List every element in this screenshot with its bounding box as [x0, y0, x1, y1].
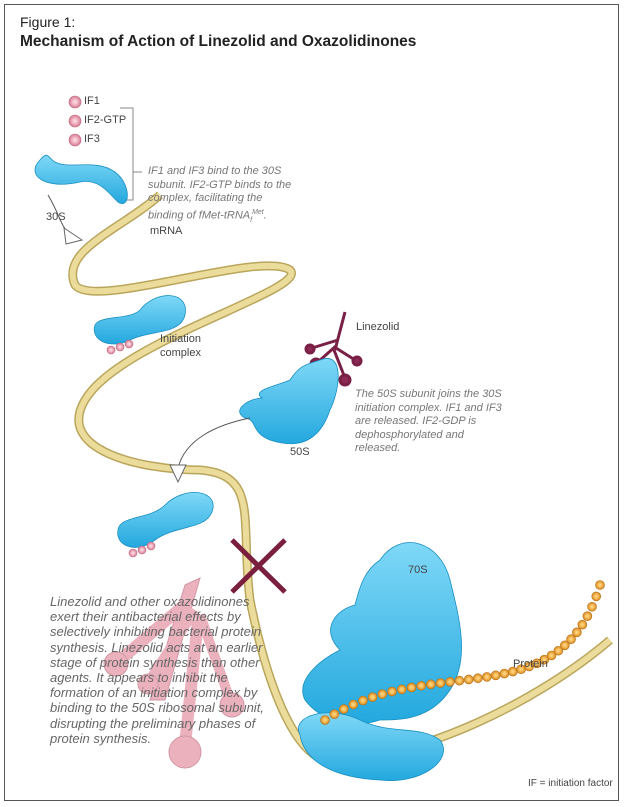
protein-bead	[591, 591, 602, 602]
protein-bead	[566, 634, 576, 645]
label-30s: 30S	[46, 211, 66, 223]
label-protein: Protein	[513, 658, 548, 670]
protein-bead	[396, 684, 407, 695]
figure-label: Figure 1:	[20, 14, 76, 30]
protein-bead	[463, 674, 474, 685]
arrow-icon	[169, 464, 187, 484]
protein-bead	[377, 689, 388, 699]
protein-bead	[546, 650, 557, 661]
protein-bead	[358, 695, 368, 706]
protein-bead	[329, 709, 340, 719]
protein-bead	[387, 686, 397, 697]
figure-frame	[4, 4, 619, 801]
protein-bead	[490, 670, 501, 681]
ribosome-50s	[239, 358, 339, 444]
note-step2: The 50S subunit joins the 30S initiation…	[355, 388, 502, 454]
protein-bead	[435, 678, 446, 688]
protein-bead	[572, 627, 582, 638]
label-complex: complex	[160, 347, 201, 359]
protein-bead	[426, 679, 436, 690]
protein-bead	[338, 704, 349, 714]
protein-bead	[416, 680, 427, 691]
initiation-factors	[68, 95, 82, 147]
figure-title: Mechanism of Action of Linezolid and Oxa…	[20, 33, 417, 50]
note-sub: f	[250, 216, 253, 224]
protein-bead	[587, 601, 597, 612]
linezolid-molecule-large	[103, 577, 245, 769]
note-sup: Met	[252, 208, 264, 216]
protein-bead	[348, 699, 359, 710]
footnote: IF = initiation factor	[528, 778, 613, 789]
label-50s: 50S	[290, 446, 310, 458]
summary-text: Linezolid and other oxazolidinones exert…	[50, 594, 264, 746]
ribosome-70s-small	[298, 712, 444, 782]
factor-label: IF2-GTP	[84, 114, 127, 126]
note-step1: IF1 and IF3 bind to the 30S subunit. IF2…	[148, 165, 298, 227]
protein-bead	[367, 692, 378, 702]
arrow-icon	[63, 226, 84, 245]
protein-bead	[499, 668, 510, 679]
protein-bead	[560, 640, 570, 651]
protein-chain	[320, 580, 605, 725]
protein-bead	[320, 715, 330, 725]
label-linezolid: Linezolid	[356, 321, 400, 333]
factor-label: IF3	[84, 133, 100, 145]
protein-bead	[582, 611, 593, 621]
protein-bead	[482, 672, 492, 682]
protein-bead	[553, 645, 564, 656]
protein-bead	[577, 619, 588, 630]
ribosome-complex	[117, 492, 214, 548]
protein-bead	[539, 654, 550, 665]
ribosome-30s	[34, 154, 128, 204]
label-mrna: mRNA	[150, 225, 183, 237]
initiation-complex	[93, 295, 186, 345]
protein-bead	[473, 673, 483, 684]
block-x-icon	[230, 538, 287, 594]
protein-bead	[454, 675, 465, 686]
protein-bead	[595, 580, 605, 590]
label-initiation: Initiation	[160, 333, 201, 345]
note-end: .	[263, 209, 267, 222]
protein-bead	[445, 677, 455, 687]
note-step1-text: IF1 and IF3 bind to the 30S subunit. IF2…	[148, 165, 292, 222]
factor-label: IF1	[84, 95, 100, 107]
label-70s: 70S	[408, 564, 428, 576]
protein-bead	[406, 682, 417, 693]
